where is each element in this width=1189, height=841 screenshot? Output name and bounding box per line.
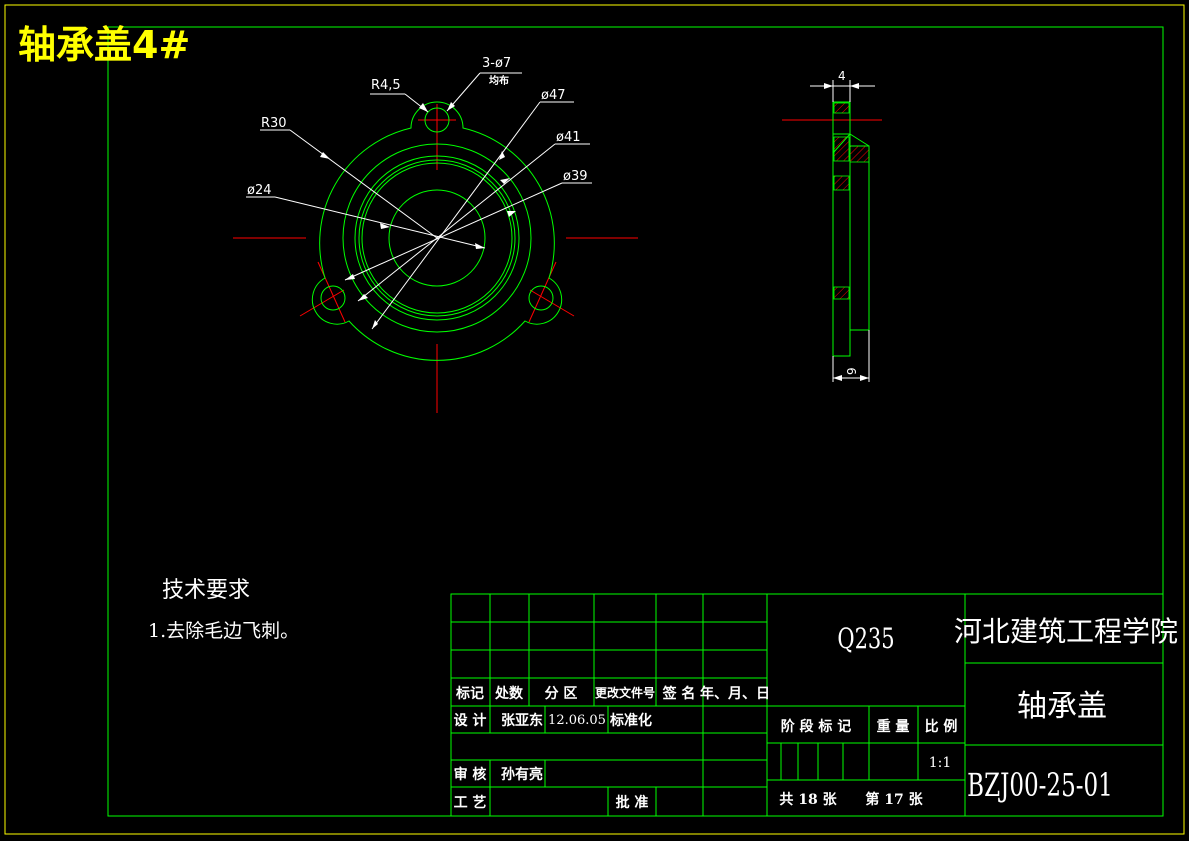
drawing-number: BZJ00-25-01 (967, 766, 1113, 804)
dim-thickness-9: 9 (845, 367, 859, 375)
dim-d41: ø41 (556, 130, 581, 145)
header-count: 处数 (494, 685, 524, 702)
dim-d24: ø24 (247, 183, 272, 198)
side-dimension-lines (810, 80, 875, 382)
front-view: R4,5 3-ø7 均布 R30 ø47 ø41 ø39 ø24 (233, 56, 638, 413)
center-lines (233, 104, 638, 413)
stage-mark-label: 阶 段 标 记 (781, 718, 852, 735)
header-sign: 签 名 (662, 685, 696, 702)
header-doc-no: 更改文件号 (595, 685, 655, 700)
tech-requirements-title: 技术要求 (162, 578, 250, 603)
flange-outline (311, 101, 563, 361)
design-date: 12.06.05 (548, 713, 606, 728)
dim-d47: ø47 (541, 88, 566, 103)
scale-label: 比 例 (925, 718, 958, 735)
outer-border (4, 4, 1185, 835)
side-view: 4 9 (782, 69, 882, 382)
side-dimension-arrows (824, 83, 869, 381)
school-name: 河北建筑工程学院 (954, 615, 1178, 648)
dim-holes: 3-ø7 (482, 56, 511, 71)
header-mark: 标记 (455, 685, 484, 702)
dim-r45: R4,5 (371, 78, 401, 93)
dim-d39: ø39 (563, 169, 588, 184)
approve-label: 批 准 (616, 794, 649, 811)
scale-value: 1:1 (929, 755, 952, 771)
standardization-label: 标准化 (609, 712, 652, 729)
header-date: 年、月、日 (700, 685, 770, 702)
review-label: 审 核 (454, 766, 487, 783)
title-block (450, 593, 1164, 817)
process-label: 工 艺 (454, 794, 487, 811)
dimension-arrows (320, 102, 516, 329)
dimension-lines (246, 72, 592, 330)
dim-holes-note: 均布 (489, 74, 509, 87)
sheet-title: 轴承盖4# (18, 23, 190, 67)
tech-requirement-item: 1.去除毛边飞刺。 (148, 620, 299, 642)
total-sheets: 共 18 张 (779, 791, 837, 808)
reviewer-name: 孙有亮 (501, 766, 543, 783)
section-hatching (833, 102, 870, 300)
part-name: 轴承盖 (1017, 689, 1107, 724)
weight-label: 重 量 (877, 718, 910, 735)
header-zone: 分 区 (545, 686, 578, 702)
designer-name: 张亚东 (501, 712, 543, 729)
dim-r30: R30 (261, 116, 287, 131)
design-label: 设 计 (454, 712, 487, 729)
material: Q235 (837, 622, 894, 655)
dim-thickness-4: 4 (838, 69, 846, 83)
sheet-number: 第 17 张 (865, 791, 923, 808)
